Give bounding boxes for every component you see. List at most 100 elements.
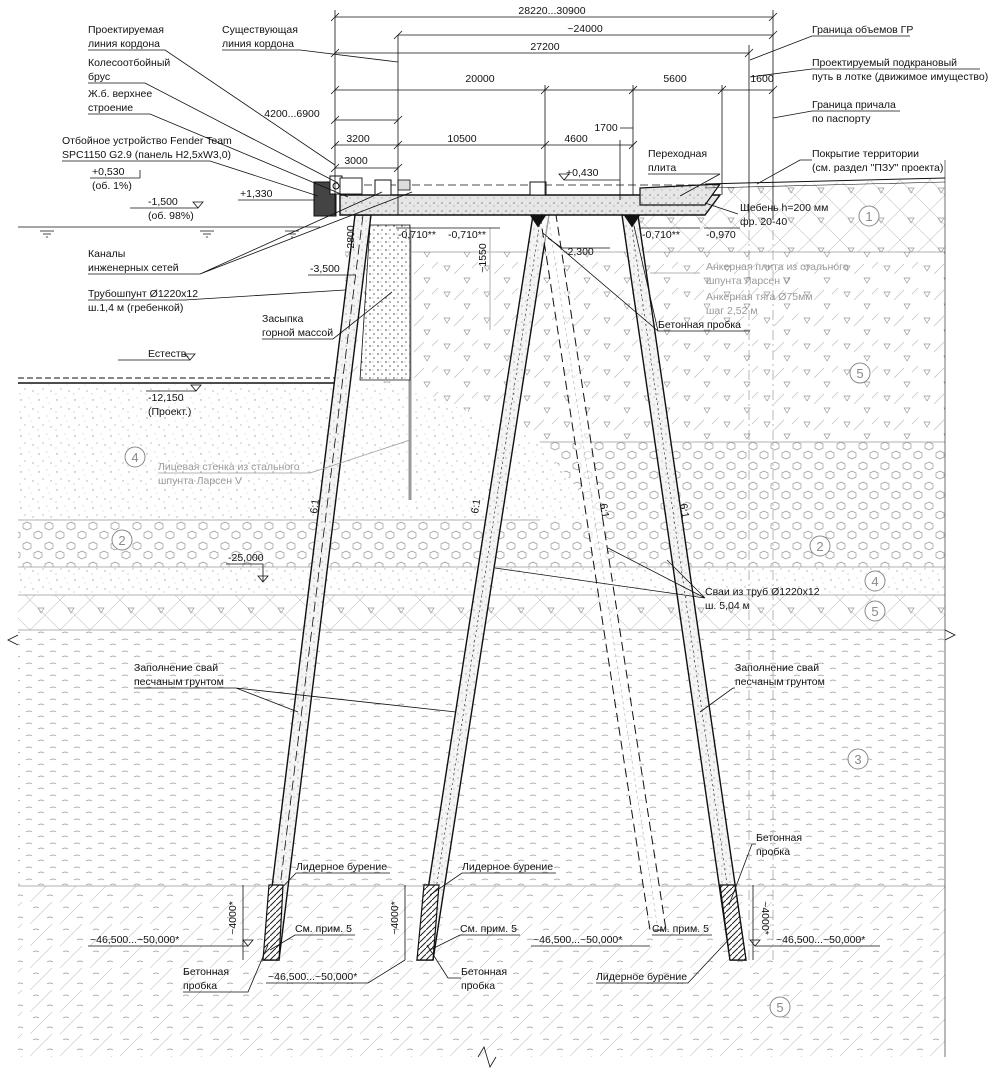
label-fender-1: Отбойное устройство Fender Team: [62, 135, 232, 147]
left-labels: Проектируемая линия кордона Существующая…: [62, 24, 413, 583]
batter-pile-1: 6:1: [308, 498, 322, 514]
dim-4000-a: ~4000*: [227, 901, 239, 935]
label-exist-cordon-1: Существующая: [222, 24, 298, 36]
label-piles-1: Сваи из труб Ø1220x12: [705, 586, 820, 598]
elev-2300: -2,300: [564, 246, 594, 258]
elev-0710-b: -0,710**: [448, 229, 486, 241]
dim-10500: 10500: [447, 133, 476, 145]
label-transition-slab-2: плита: [648, 162, 676, 174]
dim-3200: 3200: [346, 133, 370, 145]
label-face-wall-1: Лицевая стенка из стального: [158, 461, 300, 473]
label-piles-2: ш. 5,04 м: [705, 600, 750, 612]
layer-marker-3: 3: [847, 748, 869, 770]
label-crane-path-2: путь в лотке (движимое имущество): [812, 71, 988, 83]
tip-center: ~46,500...~50,000*: [533, 934, 622, 946]
svg-text:5: 5: [871, 604, 878, 619]
label-leader-drill-2: Лидерное бурение: [462, 861, 553, 873]
layer-marker-5c: 5: [769, 996, 791, 1018]
svg-text:1: 1: [865, 209, 872, 224]
label-proj-cordon-1: Проектируемая: [88, 24, 164, 36]
label-territory-2: (см. раздел "ПЗУ" проекта): [812, 162, 943, 174]
elev-1500-note: (об. 98%): [148, 210, 194, 222]
concrete-plug-pile-2: [416, 884, 440, 961]
layer-marker-5a: 5: [849, 362, 871, 384]
bottom-labels: Лидерное бурение Лидерное бурение Бетонн…: [88, 832, 880, 993]
svg-text:5: 5: [776, 1000, 783, 1015]
label-leader-drill-3: Лидерное бурение: [596, 971, 687, 983]
label-fill-left-1: Заполнение свай: [134, 662, 218, 674]
layer-marker-5b: 5: [864, 600, 886, 622]
backfill-zone: [359, 224, 411, 381]
label-concrete-plug-right-1: Бетонная: [756, 832, 802, 844]
label-rc-top-1: Ж.б. верхнее: [88, 88, 152, 100]
label-see-note-1: См. прим. 5: [295, 923, 352, 935]
label-berth-border-2: по паспорту: [812, 113, 871, 125]
elev-0430: +0,430: [566, 167, 599, 179]
batter-pile-4: 6:1: [677, 503, 691, 519]
elev-25000: -25,000: [228, 552, 264, 564]
label-exist-cordon-2: линия кордона: [222, 38, 294, 50]
svg-text:4: 4: [871, 574, 878, 589]
layer-markers: 1 5 4 2 2 4 5 3 5: [111, 205, 886, 1018]
label-see-note-3: См. прим. 5: [652, 923, 709, 935]
label-concrete-plug-top: Бетонная пробка: [658, 319, 741, 331]
label-concrete-plug-1a: Бетонная: [183, 966, 229, 978]
elev-12150-note: (Проект.): [148, 406, 191, 418]
label-wheel-beam-2: брус: [88, 71, 110, 83]
layer-marker-4b: 4: [864, 570, 886, 592]
dim-approx: ~24000: [567, 23, 602, 35]
right-labels: Граница объемов ГР Проектируемый подкран…: [158, 24, 988, 612]
dim-4000-c: ~4000*: [759, 901, 771, 935]
svg-text:2: 2: [816, 539, 823, 554]
dim-1600: 1600: [750, 73, 774, 85]
layer-marker-2b: 2: [809, 535, 831, 557]
elev-1500: -1,500: [148, 196, 178, 208]
label-concrete-plug-1b: пробка: [183, 980, 217, 992]
label-see-note-2: См. прим. 5: [460, 923, 517, 935]
svg-text:4: 4: [131, 450, 138, 465]
soil-layer-5-bottom: [18, 886, 945, 1057]
elev-3500: -3,500: [310, 263, 340, 275]
dim-4600: 4600: [564, 133, 588, 145]
label-berth-border-1: Граница причала: [812, 99, 896, 111]
svg-text:5: 5: [856, 366, 863, 381]
label-backfill-1: Засыпка: [262, 313, 303, 325]
label-anchor-4: шаг 2,52 м: [706, 305, 758, 317]
elev-0970: -0,970: [706, 229, 736, 241]
layer-marker-1: 1: [858, 205, 880, 227]
dim-3000: 3000: [344, 155, 368, 167]
dim-20000: 20000: [465, 73, 494, 85]
top-dimensions: 28220...30900 ~24000 27200 20000 5600 16…: [264, 5, 778, 220]
label-wheel-beam-1: Колесоотбойный: [88, 57, 170, 69]
dim-2800: ~2800: [345, 225, 357, 255]
dim-total: 28220...30900: [518, 5, 585, 17]
dim-1700: 1700: [594, 122, 618, 134]
label-fender-2: SPC1150 G2.9 (панель H2,5xW3,0): [62, 149, 231, 161]
label-fill-right-2: песчаным грунтом: [735, 676, 825, 688]
label-pipe-sheet-2: ш.1,4 м (гребенкой): [88, 302, 183, 314]
label-rc-top-2: строение: [88, 102, 133, 114]
label-concrete-plug-2b: пробка: [461, 980, 495, 992]
label-leader-drill-1: Лидерное бурение: [296, 861, 387, 873]
label-concrete-plug-2a: Бетонная: [461, 966, 507, 978]
dim-full: 27200: [530, 41, 559, 53]
label-face-wall-2: шпунта Ларсен V: [158, 475, 242, 487]
elev-0530: +0,530: [92, 166, 125, 178]
label-channels-2: инженерных сетей: [88, 262, 179, 274]
dim-4200-6900: 4200...6900: [264, 108, 320, 120]
label-proj-cordon-2: линия кордона: [88, 38, 160, 50]
batter-pile-3: 6:1: [597, 503, 611, 519]
elev-0710-c: -0,710**: [642, 229, 680, 241]
soil-layer-3: [18, 630, 945, 886]
dim-5600: 5600: [663, 73, 687, 85]
layer-marker-4a: 4: [124, 446, 146, 468]
label-gr-border: Граница объемов ГР: [812, 24, 913, 36]
label-anchor-3: Анкерная тяга Ø75мм: [706, 291, 813, 303]
label-anchor-1: Анкерная плита из стального: [706, 261, 849, 273]
tip-right: ~46,500...~50,000*: [776, 934, 865, 946]
label-gravel-2: фр. 20-40: [740, 216, 787, 228]
label-pipe-sheet-1: Трубошпунт Ø1220x12: [88, 288, 198, 300]
svg-text:3: 3: [854, 752, 861, 767]
layer-marker-2a: 2: [111, 529, 133, 551]
label-backfill-2: горной массой: [262, 327, 333, 339]
